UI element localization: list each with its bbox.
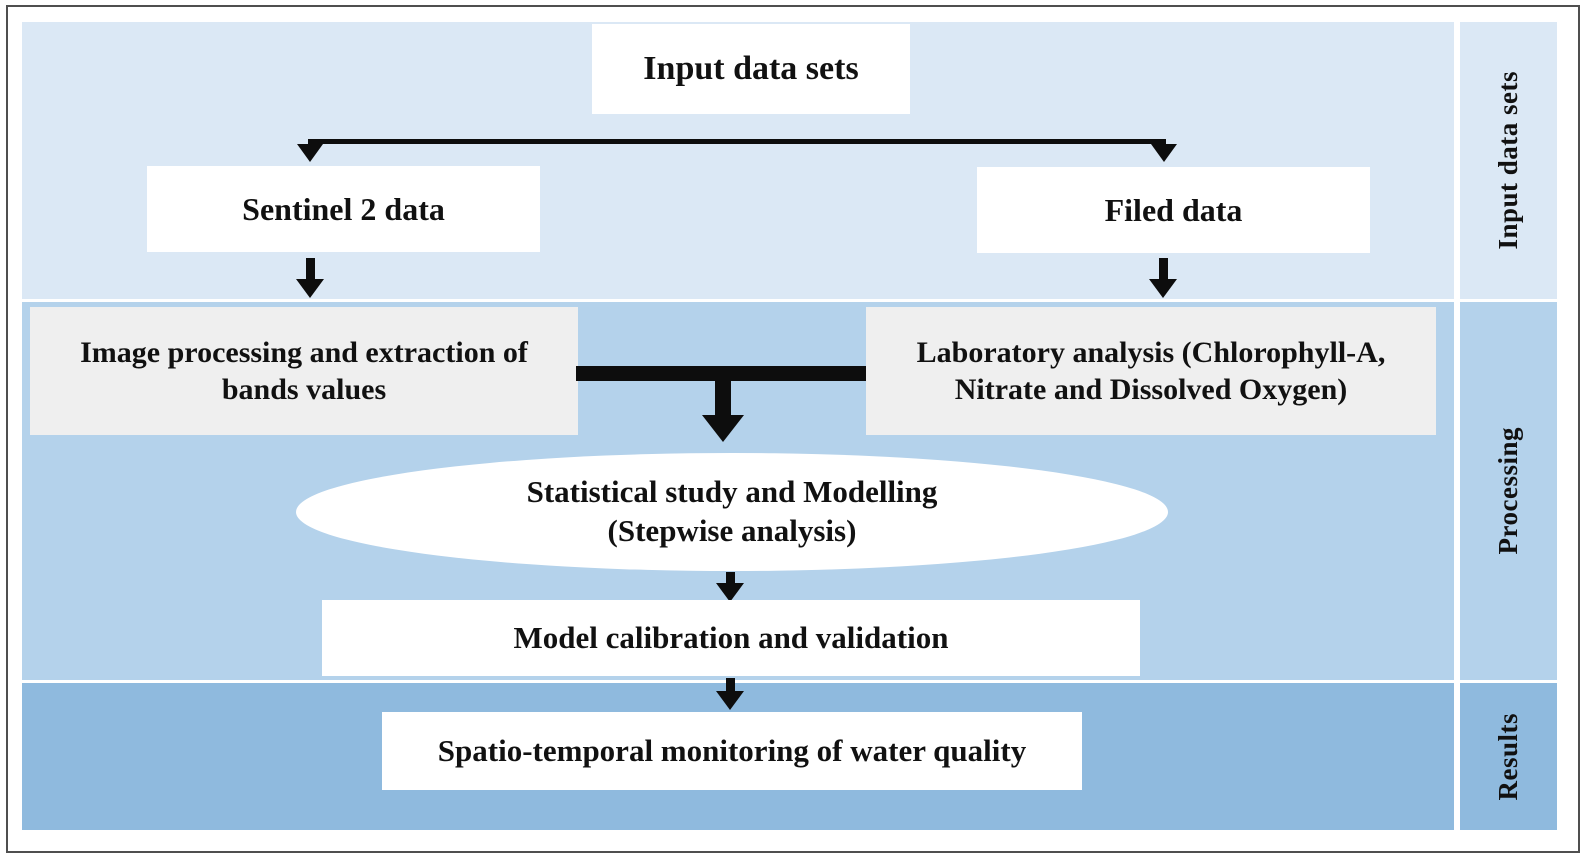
node-laboratory-analysis: Laboratory analysis (Chlorophyll-A, Nitr… [866, 307, 1436, 435]
node-spatio-temporal-monitoring: Spatio-temporal monitoring of water qual… [382, 712, 1082, 790]
sidebar-cell-processing: Processing [1460, 302, 1557, 680]
node-input-data-sets-label: Input data sets [643, 49, 859, 87]
arrow-shaft [305, 258, 315, 279]
arrow-sentinel-to-image-processing [296, 258, 324, 298]
merge-connector-bar [576, 366, 866, 381]
arrow-calibration-to-monitoring [716, 678, 744, 710]
node-statistical-study: Statistical study and Modelling (Stepwis… [296, 453, 1168, 571]
arrow-head [702, 415, 744, 442]
node-filed-data: Filed data [977, 167, 1370, 253]
node-model-calibration-label: Model calibration and validation [513, 619, 949, 655]
node-laboratory-analysis-label: Laboratory analysis (Chlorophyll-A, Nitr… [916, 335, 1386, 407]
sidebar-label-results: Results [1493, 712, 1523, 801]
node-image-processing: Image processing and extraction of bands… [30, 307, 578, 435]
sidebar-label-processing: Processing [1493, 427, 1523, 555]
arrow-shaft [725, 678, 735, 691]
node-statistical-study-line2: (Stepwise analysis) [607, 513, 857, 548]
node-image-processing-label: Image processing and extraction of bands… [80, 335, 528, 407]
arrow-head [296, 279, 324, 298]
node-model-calibration: Model calibration and validation [322, 600, 1140, 676]
split-connector-line [308, 139, 1166, 144]
arrow-shaft [725, 572, 735, 583]
arrow-head [716, 583, 744, 602]
node-sentinel-2-data: Sentinel 2 data [147, 166, 540, 252]
node-input-data-sets: Input data sets [592, 24, 910, 114]
arrow-merge-to-statistical [702, 378, 744, 442]
node-statistical-study-line1: Statistical study and Modelling [526, 474, 938, 510]
arrow-shaft [1158, 258, 1168, 279]
sidebar-cell-results: Results [1460, 683, 1557, 830]
node-filed-data-label: Filed data [1104, 192, 1243, 228]
arrow-head [1149, 279, 1177, 298]
arrowhead-to-sentinel [297, 144, 323, 162]
arrow-head [716, 691, 744, 710]
arrow-statistical-to-calibration [716, 572, 744, 602]
node-spatio-temporal-monitoring-label: Spatio-temporal monitoring of water qual… [437, 732, 1027, 768]
sidebar-cell-input: Input data sets [1460, 22, 1557, 299]
node-sentinel-2-data-label: Sentinel 2 data [242, 191, 445, 227]
sidebar-label-input-data-sets: Input data sets [1493, 71, 1523, 250]
arrowhead-to-field [1151, 144, 1177, 162]
arrow-shaft [715, 378, 731, 415]
arrow-field-to-lab-analysis [1149, 258, 1177, 298]
